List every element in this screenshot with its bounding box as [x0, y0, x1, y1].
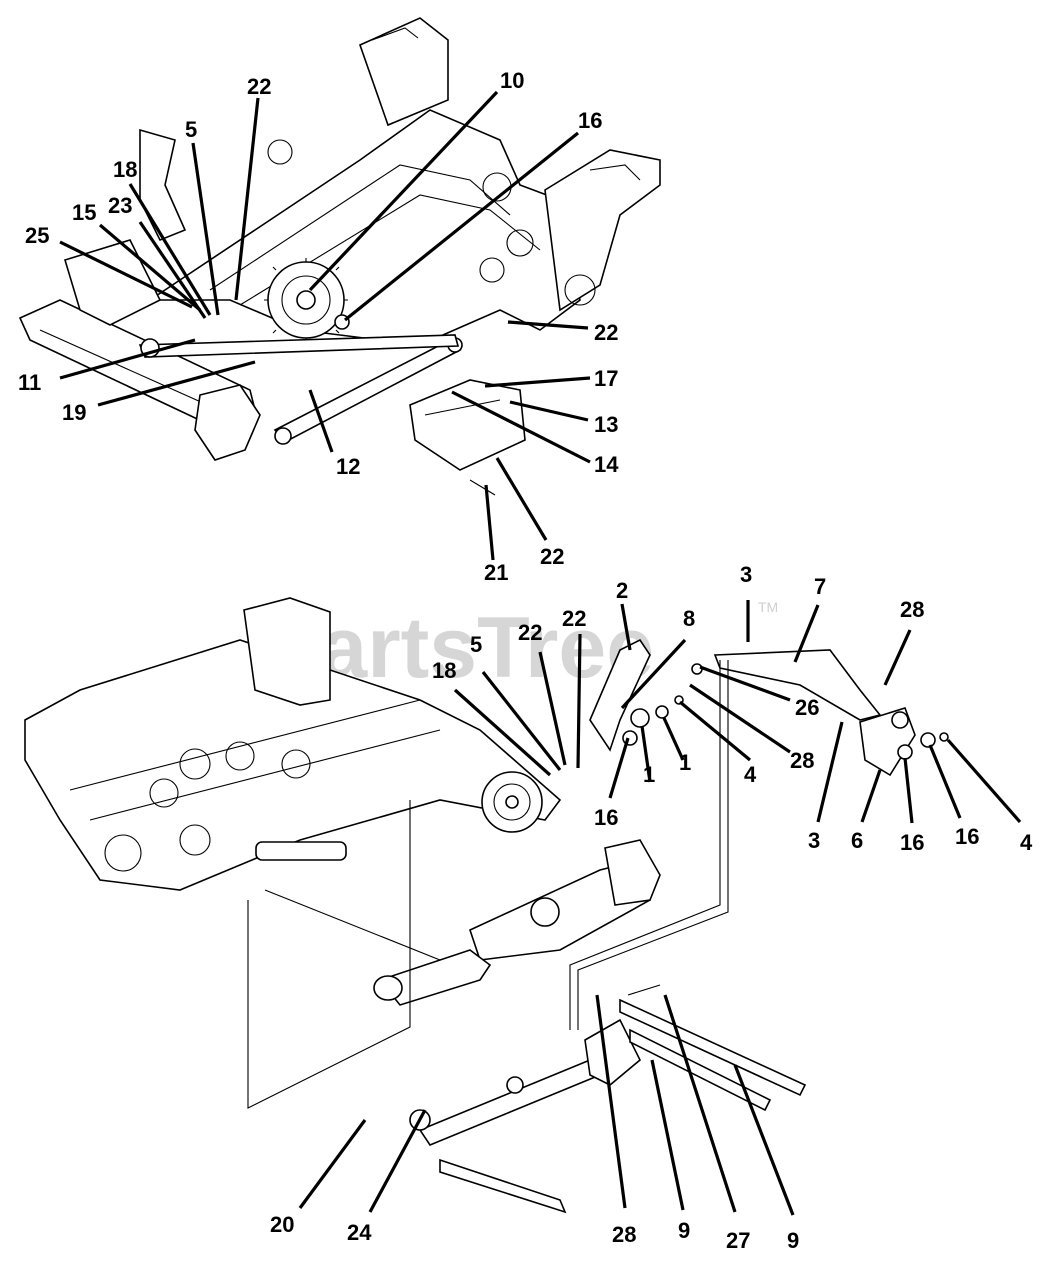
- callout-3[interactable]: 3: [808, 828, 820, 853]
- callout-8[interactable]: 8: [683, 606, 695, 631]
- callout-22[interactable]: 22: [247, 74, 271, 99]
- leader-2a: [620, 603, 632, 651]
- callout-9[interactable]: 9: [678, 1218, 690, 1243]
- leader-4a: [678, 700, 752, 762]
- callout-11[interactable]: 11: [18, 370, 41, 395]
- callout-18[interactable]: 18: [113, 157, 137, 182]
- callout-16[interactable]: 16: [594, 805, 618, 830]
- callout-19[interactable]: 19: [62, 400, 86, 425]
- leader-27a: [663, 994, 737, 1213]
- callout-18[interactable]: 18: [432, 658, 456, 683]
- leader-1a: [640, 725, 652, 783]
- callout-13[interactable]: 13: [594, 412, 618, 437]
- callout-27[interactable]: 27: [726, 1228, 750, 1253]
- leader-12a: [308, 389, 334, 453]
- leader-lines: [59, 90, 1022, 1216]
- leader-6a: [860, 769, 882, 823]
- leader-5b: [481, 671, 562, 771]
- leader-26a: [699, 665, 791, 702]
- callout-10[interactable]: 10: [500, 68, 524, 93]
- leader-5a: [191, 142, 220, 316]
- callout-22[interactable]: 22: [518, 620, 542, 645]
- callout-28[interactable]: 28: [900, 597, 924, 622]
- leader-9b: [733, 1064, 795, 1216]
- leader-16a: [343, 131, 580, 322]
- leader-10: [308, 90, 499, 292]
- callout-26[interactable]: 26: [795, 695, 819, 720]
- callout-12[interactable]: 12: [336, 454, 360, 479]
- callout-7[interactable]: 7: [814, 574, 826, 599]
- leader-24a: [368, 1109, 427, 1213]
- leader-7a: [793, 604, 820, 663]
- callout-4[interactable]: 4: [1020, 830, 1033, 855]
- leader-28c: [595, 994, 627, 1209]
- leader-21a: [484, 484, 495, 561]
- leader-23a: [138, 221, 207, 319]
- callout-labels: 10 22 16 5 18 15 23 25 11 19 12 22 17 13…: [18, 68, 1033, 1253]
- callout-21[interactable]: 21: [484, 560, 508, 585]
- callout-9[interactable]: 9: [787, 1228, 799, 1253]
- leader-3b: [816, 721, 844, 823]
- callout-28[interactable]: 28: [790, 748, 814, 773]
- leader-16d: [928, 744, 962, 819]
- callout-5[interactable]: 5: [185, 117, 197, 142]
- callout-23[interactable]: 23: [108, 193, 132, 218]
- callout-15[interactable]: 15: [72, 200, 96, 225]
- callout-16[interactable]: 16: [578, 108, 602, 133]
- leader-18a: [128, 183, 212, 316]
- lower-frame-assembly: [24, 597, 949, 1214]
- leader-1b: [662, 717, 685, 761]
- leader-22a: [234, 97, 260, 301]
- callout-25[interactable]: 25: [25, 223, 49, 248]
- callout-3[interactable]: 3: [740, 562, 752, 587]
- leader-22b: [507, 320, 589, 330]
- leader-18b: [453, 688, 552, 777]
- sprocket-upper: [264, 258, 348, 342]
- leader-25a: [59, 240, 193, 309]
- leader-4b: [946, 738, 1022, 824]
- watermark-tm: TM: [758, 599, 778, 615]
- callout-22[interactable]: 22: [540, 544, 564, 569]
- upper-frame-assembly: [18, 17, 661, 496]
- leader-19a: [97, 360, 256, 407]
- callout-24[interactable]: 24: [347, 1220, 372, 1245]
- leader-15a: [98, 223, 202, 312]
- leader-13a: [509, 400, 589, 422]
- leader-20a: [298, 1119, 367, 1209]
- leader-16b: [608, 737, 630, 799]
- leader-22e: [576, 633, 582, 769]
- callout-5[interactable]: 5: [470, 632, 482, 657]
- callout-2[interactable]: 2: [616, 578, 628, 603]
- leader-22c: [495, 457, 548, 541]
- leader-28b: [689, 683, 791, 754]
- callout-1[interactable]: 1: [643, 762, 655, 787]
- callout-4[interactable]: 4: [744, 762, 757, 787]
- callout-20[interactable]: 20: [270, 1212, 294, 1237]
- leader-17a: [484, 376, 591, 388]
- leader-16c: [903, 757, 914, 824]
- leader-28a: [883, 629, 912, 686]
- callout-22[interactable]: 22: [594, 320, 618, 345]
- leader-22d: [538, 651, 567, 766]
- callout-16[interactable]: 16: [955, 824, 979, 849]
- callout-28[interactable]: 28: [612, 1222, 636, 1247]
- leader-11a: [59, 338, 196, 380]
- callout-6[interactable]: 6: [851, 828, 863, 853]
- callout-14[interactable]: 14: [594, 452, 619, 477]
- callout-16[interactable]: 16: [900, 830, 924, 855]
- leader-8a: [620, 638, 687, 710]
- leader-14a: [451, 390, 591, 464]
- callout-1[interactable]: 1: [679, 750, 691, 775]
- callout-22[interactable]: 22: [562, 606, 586, 631]
- sprocket-lower: [481, 771, 543, 833]
- callout-17[interactable]: 17: [594, 366, 618, 391]
- leader-9a: [650, 1059, 685, 1211]
